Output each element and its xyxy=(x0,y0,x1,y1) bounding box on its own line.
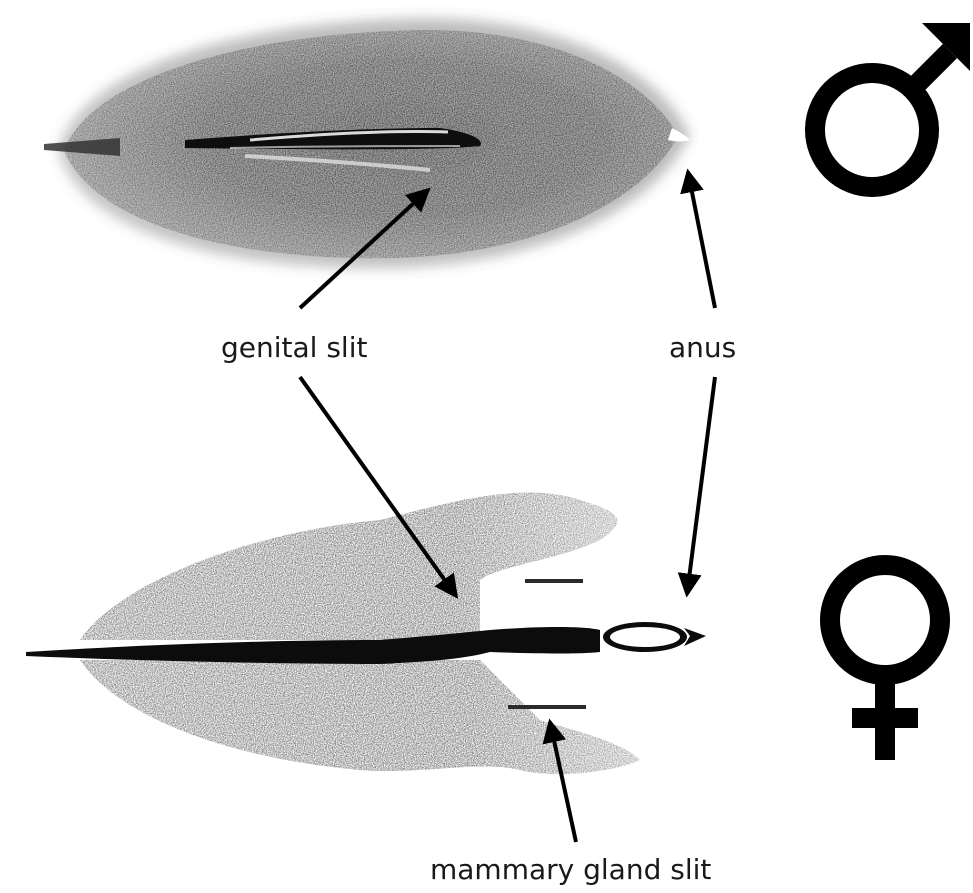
genital-slit-label: genital slit xyxy=(221,334,367,362)
mammary-gland-slit-label: mammary gland slit xyxy=(430,856,711,884)
female-specimen xyxy=(26,493,706,775)
anus-label: anus xyxy=(669,334,736,362)
mammary-slit-lower xyxy=(508,705,586,709)
male-specimen xyxy=(44,18,690,268)
arrow-anus-male xyxy=(688,172,715,308)
male-symbol xyxy=(815,23,970,187)
female-symbol xyxy=(830,565,940,760)
arrow-anus-female xyxy=(687,377,715,594)
mammary-slit-upper xyxy=(525,579,583,583)
